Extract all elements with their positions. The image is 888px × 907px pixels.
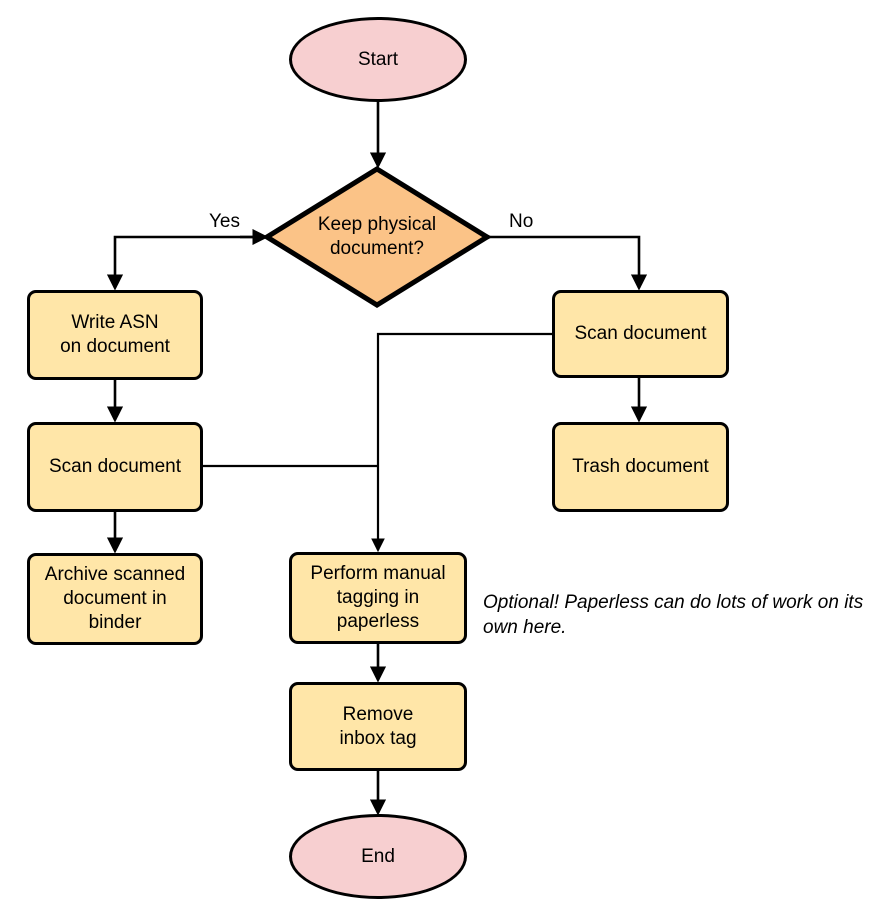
node-remove-inbox-tag[interactable]: Remove inbox tag [289,682,467,771]
node-start[interactable]: Start [289,17,467,102]
node-write-asn-on-document-label: Write ASN on document [60,312,170,357]
node-perform-manual-tagging-in-paperless[interactable]: Perform manual tagging in paperless [289,552,467,644]
node-remove-inbox-tag-label: Remove inbox tag [339,703,417,749]
diamond-shape [264,166,490,308]
node-scan-document-left[interactable]: Scan document [27,422,203,512]
node-start-label: Start [357,48,399,70]
node-keep-physical-document-label: Keep physical document? [317,214,437,259]
edge-keep-to-asn [106,228,269,291]
node-archive-scanned-document-in-binder[interactable]: Archive scanned document in binder [27,553,203,645]
edge-label-no: No [509,211,534,232]
note-optional-paperless: Optional! Paperless can do lots of work … [483,592,864,638]
node-end-label: End [361,845,395,867]
edge-label-yes: Yes [209,211,240,232]
node-archive-scanned-document-in-binder-label: Archive scanned document in binder [44,564,186,633]
node-trash-document-label: Trash document [572,456,709,477]
node-perform-manual-tagging-in-paperless-label: Perform manual tagging in paperless [310,563,446,632]
node-scan-document-left-label: Scan document [48,456,182,477]
edge-scan-right-to-tagging [371,332,552,553]
node-keep-physical-document[interactable]: Keep physical document? [264,166,490,308]
edge-keep-to-scan-right [464,228,648,291]
node-scan-document-right-label: Scan document [574,323,707,344]
node-trash-document[interactable]: Trash document [552,422,729,512]
node-scan-document-right[interactable]: Scan document [552,290,729,378]
node-end[interactable]: End [289,814,467,899]
node-write-asn-on-document[interactable]: Write ASN on document [27,290,203,380]
